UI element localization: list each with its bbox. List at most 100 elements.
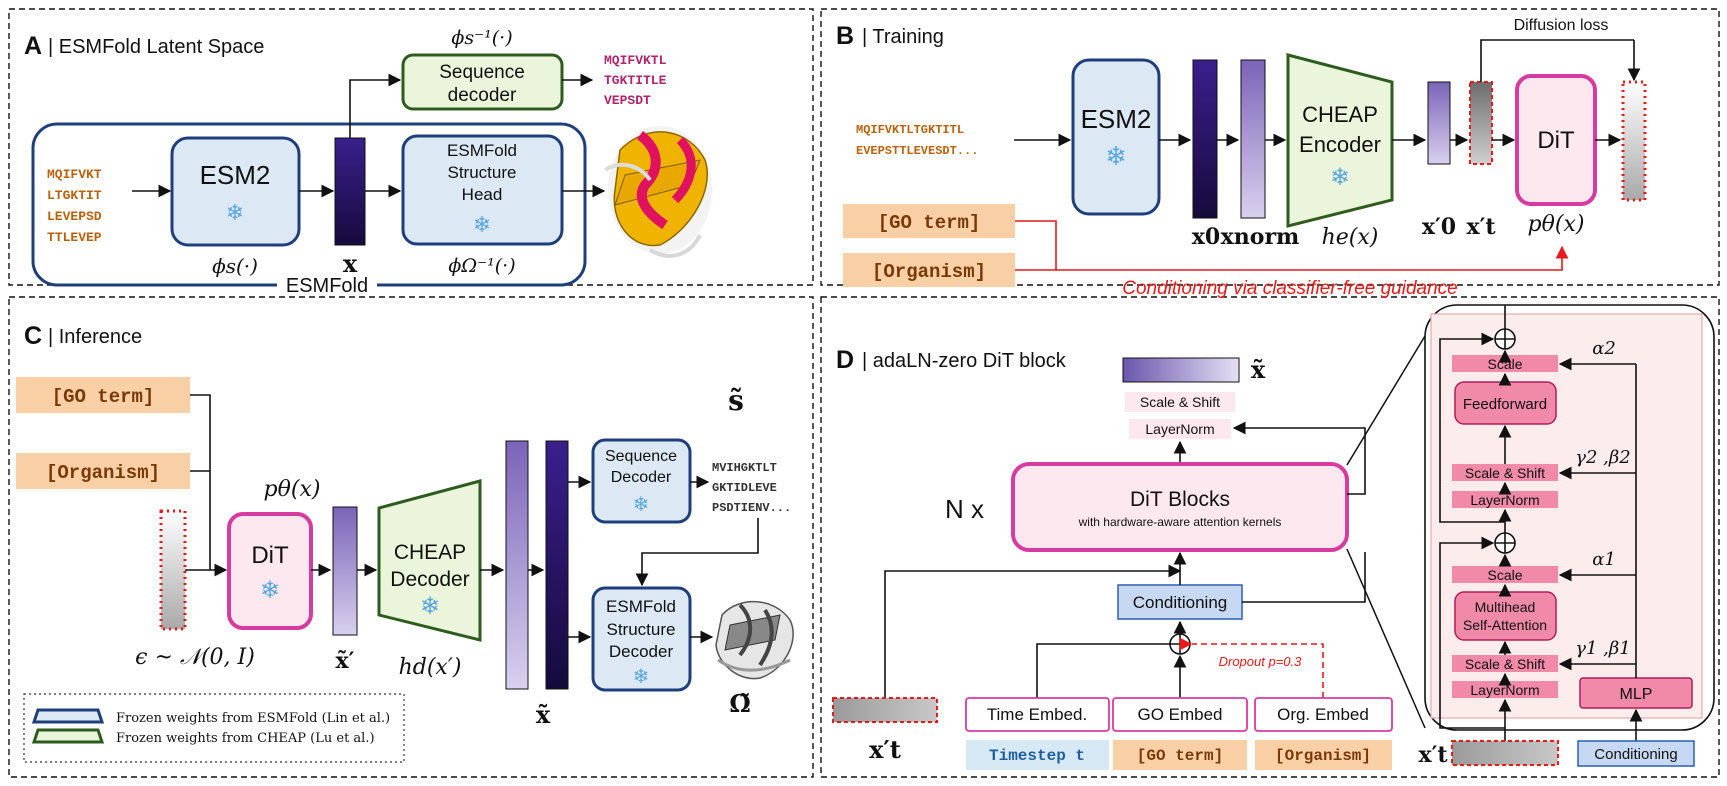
panel-a-esm2-box [170, 136, 301, 247]
panel-c-letter: C [24, 322, 42, 350]
panel-a-seqdec-line1: Sequence [439, 62, 525, 83]
panel-d-timestep-tag [966, 740, 1109, 770]
panel-d-go-term-tag [1113, 740, 1247, 770]
panel-c-seqdec-line1: Sequence [605, 448, 677, 465]
panel-a-sh-line1: ESMFold [447, 141, 517, 160]
svg-text:GKTIDLEVE: GKTIDLEVE [712, 481, 777, 495]
panel-c-title: | Inference [48, 326, 142, 348]
zoom-line-top [1346, 335, 1426, 466]
panel-c-dark-bar [545, 440, 569, 690]
panel-b-noise-target-bar [1621, 80, 1647, 202]
panel-b-esm2-label: ESM2 [1081, 104, 1152, 134]
legend-cheap-swatch [31, 728, 105, 744]
panel-c-light-bar [505, 440, 529, 690]
panel-d-title: | adaLN-zero DiT block [862, 350, 1067, 372]
panel-b-x0prime-bar [1427, 81, 1451, 165]
svg-text:MVIHGKTLT: MVIHGKTLT [712, 461, 777, 475]
detail-layernorm-bot: LayerNorm [1470, 682, 1539, 698]
panel-c-seqdec-line2: Decoder [611, 469, 672, 486]
panel-b-xtprime-label: x′t [1466, 214, 1496, 240]
panel-c-xtilde-prime-bar [332, 506, 358, 636]
panel-c-dit-label: DiT [251, 542, 289, 569]
detail-scale-shift-top: Scale & Shift [1465, 465, 1545, 481]
panel-b-xnorm-bar [1240, 59, 1266, 219]
panel-d-nx: N x [945, 494, 984, 524]
detail-xt-bar [1451, 740, 1559, 766]
svg-text:LTGKTIT: LTGKTIT [47, 188, 102, 203]
snowflake-icon: ❄ [1105, 141, 1127, 171]
snowflake-icon: ❄ [420, 593, 440, 620]
panel-c-epsilon: ϵ ~ 𝒩(0, I) [135, 645, 255, 670]
detail-layernorm-top: LayerNorm [1470, 492, 1539, 508]
detail-mhsa-line2: Self-Attention [1463, 617, 1547, 633]
panel-d-time-embed-box [965, 697, 1110, 732]
panel-b-he: he(x) [1322, 225, 1379, 250]
legend-esmfold-text: Frozen weights from ESMFold (Lin et al.) [116, 711, 390, 726]
panel-b-letter: B [836, 22, 854, 50]
snowflake-icon: ❄ [1330, 164, 1350, 191]
panel-c-organism-tag [16, 453, 190, 489]
svg-text:TTLEVEP: TTLEVEP [47, 230, 102, 245]
panel-b-x0-label: x0 [1192, 224, 1220, 250]
detail-mlp: MLP [1620, 686, 1653, 703]
panel-a-x-label: x [343, 249, 358, 278]
detail-feedforward: Feedforward [1463, 396, 1547, 413]
panel-c-cheap-line2: Decoder [390, 568, 469, 591]
panel-c-omega-tilde: Ω̃ [729, 689, 750, 718]
panel-b-go-term: [GO term] [878, 212, 981, 234]
panel-c-xtilde: x̃ [536, 700, 551, 729]
panel-c-organism: [Organism] [46, 462, 160, 484]
panel-c-go-term-tag [16, 377, 190, 413]
panel-c-ptheta: pθ(x) [264, 477, 321, 502]
panel-a-output-sequence: MQIFVKTL TGKTITLE VEPSDT [604, 53, 667, 108]
svg-text:TGKTITLE: TGKTITLE [604, 73, 667, 88]
panel-c-protein-structure-image [715, 601, 794, 680]
detail-xtp: x′t [1418, 742, 1448, 768]
panel-a-sh-line2: Structure [448, 163, 517, 182]
panel-b-esm2-box [1071, 58, 1161, 216]
panel-c-hd: hd(x′) [399, 655, 462, 680]
panel-b-conditioning-text: Conditioning via classifier-free guidanc… [1122, 278, 1458, 299]
zoom-line-bottom [1346, 548, 1426, 729]
panel-c-sd-line2: Structure [607, 620, 676, 639]
panel-d-conditioning-box [1117, 584, 1243, 620]
panel-a-sequence-decoder [401, 53, 564, 111]
panel-d-dit-blocks-sub: with hardware-aware attention kernels [1078, 515, 1282, 529]
detail-scale-bot: Scale [1487, 567, 1522, 583]
panel-a-phi-omega-inv: ϕΩ⁻¹(·) [448, 255, 515, 277]
panel-b-x0-bar [1192, 59, 1218, 219]
panel-a-structure-head [401, 134, 564, 246]
panel-c-structure-decoder [591, 586, 692, 692]
panel-a-input-sequence: MQIFVKT LTGKTIT LEVEPSD TTLEVEP [47, 167, 102, 245]
panel-a-protein-structure-image [603, 126, 712, 258]
panel-c-output-sequence: MVIHGKTLT GKTIDLEVE PSDTIENV... [712, 461, 791, 515]
svg-text:MQIFVKTL: MQIFVKTL [604, 53, 667, 68]
panel-c-legend [23, 693, 405, 763]
snowflake-icon: ❄ [473, 212, 491, 237]
panel-d-output-bar [1122, 357, 1240, 383]
panel-c-s-tilde: s̃ [728, 384, 744, 417]
panel-b-go-term-tag [843, 204, 1015, 238]
panel-b-diffusion-loss: Diffusion loss [1514, 17, 1609, 34]
detail-layernorm-bot-box [1452, 681, 1558, 698]
detail-layernorm-top-box [1452, 491, 1558, 508]
panel-d-time-embed: Time Embed. [987, 705, 1087, 724]
panel-d-timestep: Timestep t [989, 747, 1085, 765]
panel-a-letter: A [24, 32, 42, 60]
panel-d-xtilde: x̃ [1251, 355, 1266, 384]
panel-b-ptheta: pθ(x) [1528, 212, 1585, 237]
detail-scale-top: Scale [1487, 356, 1522, 372]
panel-b-organism: [Organism] [872, 261, 986, 283]
svg-text:PSDTIENV...: PSDTIENV... [712, 501, 791, 515]
panel-b-cheap-line1: CHEAP [1302, 102, 1378, 127]
esmfold-label: ESMFold [286, 275, 368, 297]
panel-d-go-embed: GO Embed [1137, 705, 1222, 724]
panel-b-input-sequence: MQIFVKTLTGKTITL EVEPSTTLEVESDT... [856, 123, 978, 158]
panel-a-sh-line3: Head [462, 185, 503, 204]
panel-a-esm2-label: ESM2 [200, 160, 271, 190]
panel-c-noise-bar [159, 509, 187, 631]
panel-b-x0prime-label: x′0 [1422, 214, 1456, 240]
panel-d-layernorm-box [1129, 419, 1231, 439]
panel-d-xtp: x′t [869, 735, 901, 764]
